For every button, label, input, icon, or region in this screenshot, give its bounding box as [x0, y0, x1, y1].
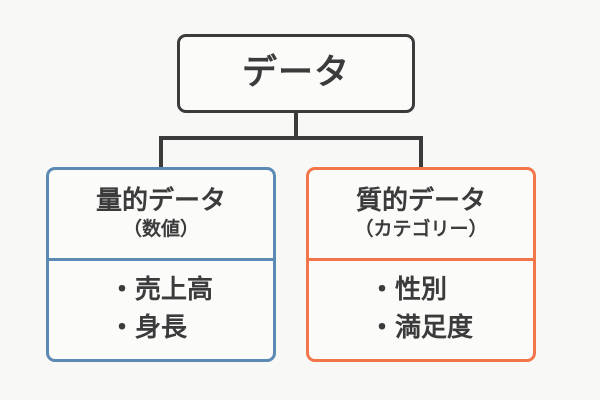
node-qualitative-data: 質的データ （カテゴリー） ・性別 ・満足度 [306, 167, 536, 362]
connector-horizontal-bar [159, 136, 423, 140]
list-item: ・満足度 [368, 313, 473, 343]
connector-stem-vertical [294, 113, 298, 140]
node-quantitative-data: 量的データ （数値） ・売上高 ・身長 [46, 167, 276, 362]
quantitative-examples: ・売上高 ・身長 [49, 261, 273, 359]
list-item: ・性別 [368, 275, 447, 306]
qualitative-subtitle: （カテゴリー） [354, 218, 488, 241]
connector-drop-right [419, 136, 423, 169]
qualitative-title: 質的データ [355, 185, 486, 216]
list-item: ・売上高 [108, 275, 213, 306]
root-node-data: データ [177, 34, 415, 113]
connector-drop-left [159, 136, 163, 169]
qualitative-examples: ・性別 ・満足度 [309, 261, 533, 359]
quantitative-header: 量的データ （数値） [49, 170, 273, 261]
qualitative-header: 質的データ （カテゴリー） [309, 170, 533, 261]
root-node-label: データ [241, 53, 350, 93]
list-item: ・身長 [108, 313, 187, 343]
quantitative-subtitle: （数値） [122, 218, 199, 241]
quantitative-title: 量的データ [95, 185, 226, 216]
